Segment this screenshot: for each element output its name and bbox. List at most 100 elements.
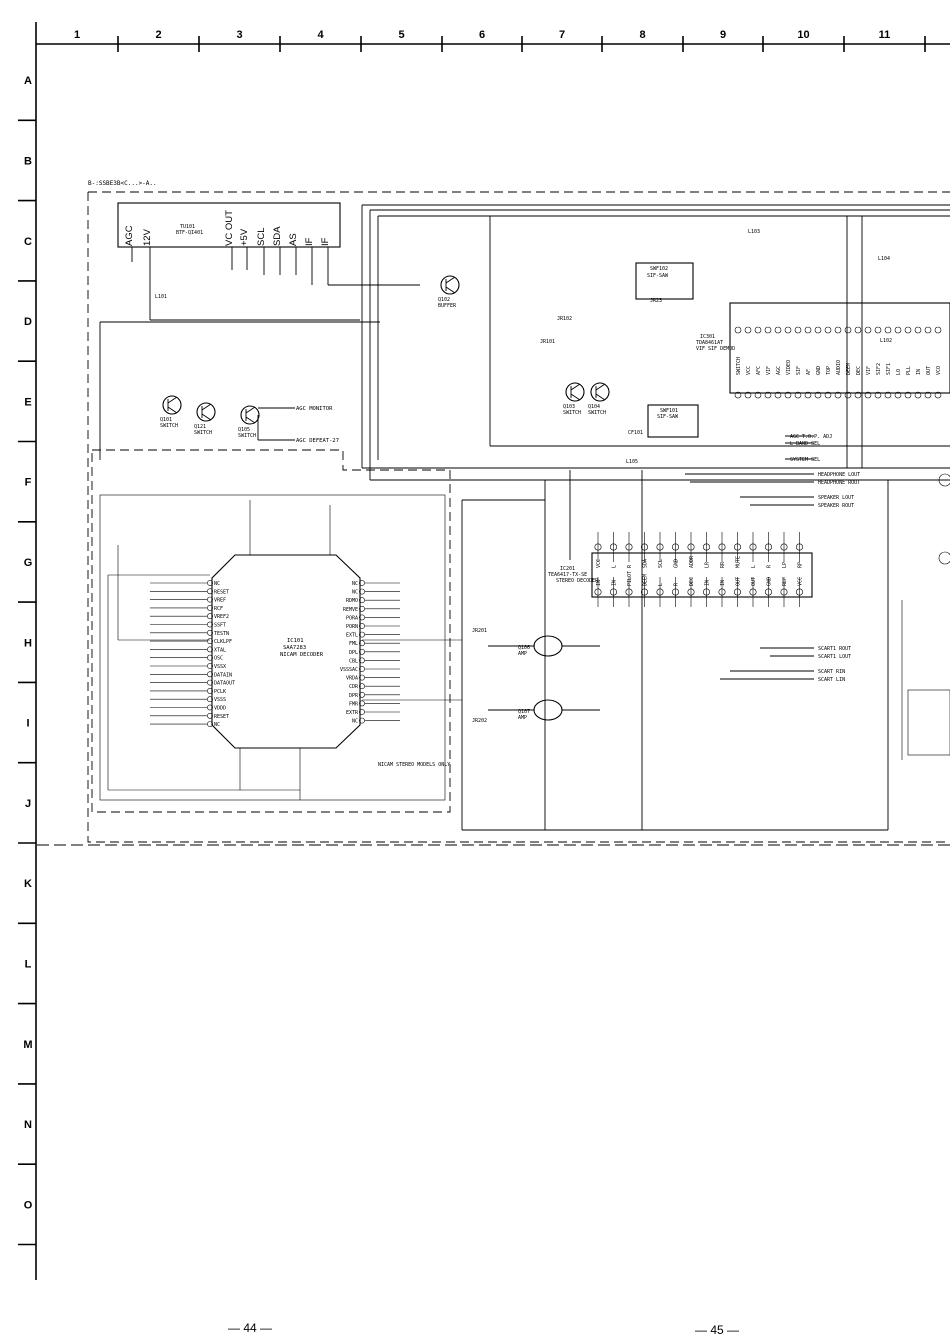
ic301-pin-top — [764, 326, 772, 334]
column-label: 4 — [317, 29, 324, 41]
board-ref: B-:SSBE3B<C...>-A.. — [88, 180, 157, 187]
ic101-right-pin — [359, 717, 365, 724]
ic101-left-label: DATAIN — [214, 672, 232, 678]
transistor-body — [196, 402, 216, 422]
ic301-pin-bottom — [894, 391, 902, 399]
ic101-right-label: CBL — [349, 658, 358, 664]
transistor-emitter — [595, 393, 606, 401]
tuner-pin-label: SDA — [272, 226, 283, 246]
ic301-pin-bottom — [904, 391, 912, 399]
ic301-pin-label: VIDEO — [786, 360, 792, 375]
ic101-left-pin — [207, 704, 213, 711]
ic101-left-label: VDDD — [214, 706, 226, 712]
ic101-left-label: XTAL — [214, 647, 226, 653]
ic301-pin-bottom — [934, 391, 942, 399]
ic101-part: SAA7283 — [283, 645, 306, 651]
column-label: 3 — [236, 29, 242, 41]
ic301-pin-top — [814, 326, 822, 334]
ic301-pin-label: AGC — [776, 366, 782, 375]
column-ticks — [117, 36, 926, 52]
transistor-collector — [445, 276, 456, 284]
swf102-fn: SIF-SAW — [647, 273, 669, 279]
ic101-left-label: SSFT — [214, 623, 226, 629]
ic201-pin-label: ADDR — [689, 555, 695, 568]
swf101-block: SWF101 SIF-SAW — [647, 404, 699, 438]
ic101-right-pin — [359, 666, 365, 672]
tuner-pin-label: AS — [288, 233, 299, 246]
jr202: JR202 — [472, 718, 487, 724]
ic101-left-label: OSC — [214, 656, 223, 662]
ic101-right-pin — [359, 691, 365, 698]
ic301-pin-label: AFC — [756, 366, 762, 375]
row-label: H — [24, 637, 32, 649]
ic101-right-label: VSSSAC — [340, 667, 358, 673]
ic301-pin-bottom — [864, 391, 872, 399]
ic301-function: VIF SIF DEMOD — [696, 346, 735, 352]
ic101-left-pin — [207, 679, 213, 686]
ic101-left-pin — [207, 646, 213, 653]
transistor-emitter — [570, 393, 581, 401]
ic101-right-label: NC — [352, 581, 358, 587]
ic201-ref: IC201 — [560, 566, 575, 572]
l101: L101 — [155, 294, 167, 300]
ic101-right-pin — [359, 657, 365, 664]
ic101-left-label: VSSS — [214, 697, 226, 703]
row-label: A — [24, 75, 32, 87]
ic101-left-pin — [207, 596, 213, 603]
q106-q107 — [488, 635, 600, 721]
ic201-pin-label: IN — [612, 580, 618, 586]
row-ticks — [18, 119, 36, 1246]
ic301-pin-top — [924, 326, 932, 334]
ic201-pin-label: VCC — [798, 577, 804, 586]
ic301-pin-bottom — [804, 391, 812, 399]
transistor-ref: Q105 — [238, 427, 250, 433]
ic101-right-pin — [359, 648, 365, 655]
tuner-part: BTF-QI401 — [176, 230, 203, 236]
ic101-right-label: DPL — [349, 650, 358, 656]
ic301-pin-label: SIF1 — [886, 363, 892, 375]
output-leads — [685, 435, 814, 680]
agc-top-adj: AGC T.O.P. ADJ — [790, 434, 832, 440]
ic101-left-label: VREF2 — [214, 614, 229, 620]
ic101-left-pin — [207, 654, 213, 661]
speaker-lout: SPEAKER LOUT — [818, 495, 854, 501]
jr101: JR101 — [540, 339, 555, 345]
ic101-right-label: REMVE — [343, 607, 358, 613]
ic301-pin-label: IN — [916, 369, 922, 375]
ic101-left-pin — [207, 696, 213, 703]
ic301-pin-top — [784, 326, 792, 334]
row-label: O — [24, 1199, 33, 1211]
swf102-block: SWF102 SIF-SAW — [635, 262, 694, 300]
drawing-frame — [35, 22, 950, 1280]
tuner-pin-label: IF — [304, 237, 315, 246]
ic101-left-label: VSSX — [214, 664, 226, 670]
ic101-left-label: NC — [214, 722, 220, 728]
ic101-right-pin — [359, 614, 365, 621]
ic101-left-pin — [207, 580, 213, 586]
connector-labels: JR101 JR102 JR201 JR202 JR23 CF101 L101 … — [155, 229, 892, 724]
ic301-pin-bottom — [914, 391, 922, 399]
ic101-right-pin — [359, 709, 365, 715]
ic101-right-label: NC — [352, 719, 358, 725]
transistor-ref: Q102 — [438, 297, 450, 303]
page-number-right: — 45 — — [695, 1323, 739, 1337]
tuner-pin-label: +5V — [239, 228, 250, 246]
ic201-pin-label: R — [674, 582, 680, 586]
ic101-left-pins: NCRESETVREFRCFVREF2SSFTTESTNCLKLPFXTALOS… — [150, 580, 235, 728]
speaker-rout: SPEAKER ROUT — [818, 503, 854, 509]
headphone-rout: HEADPHONE ROUT — [818, 480, 860, 486]
ic101-right-pin — [359, 683, 365, 690]
ic101-right-label: EXTL — [346, 633, 358, 639]
transistor-body — [162, 395, 182, 415]
l103: L103 — [748, 229, 760, 235]
ic101-left-pin — [207, 721, 213, 727]
transistor-function: SWITCH — [194, 430, 212, 436]
ic301-pin-top — [894, 326, 902, 334]
